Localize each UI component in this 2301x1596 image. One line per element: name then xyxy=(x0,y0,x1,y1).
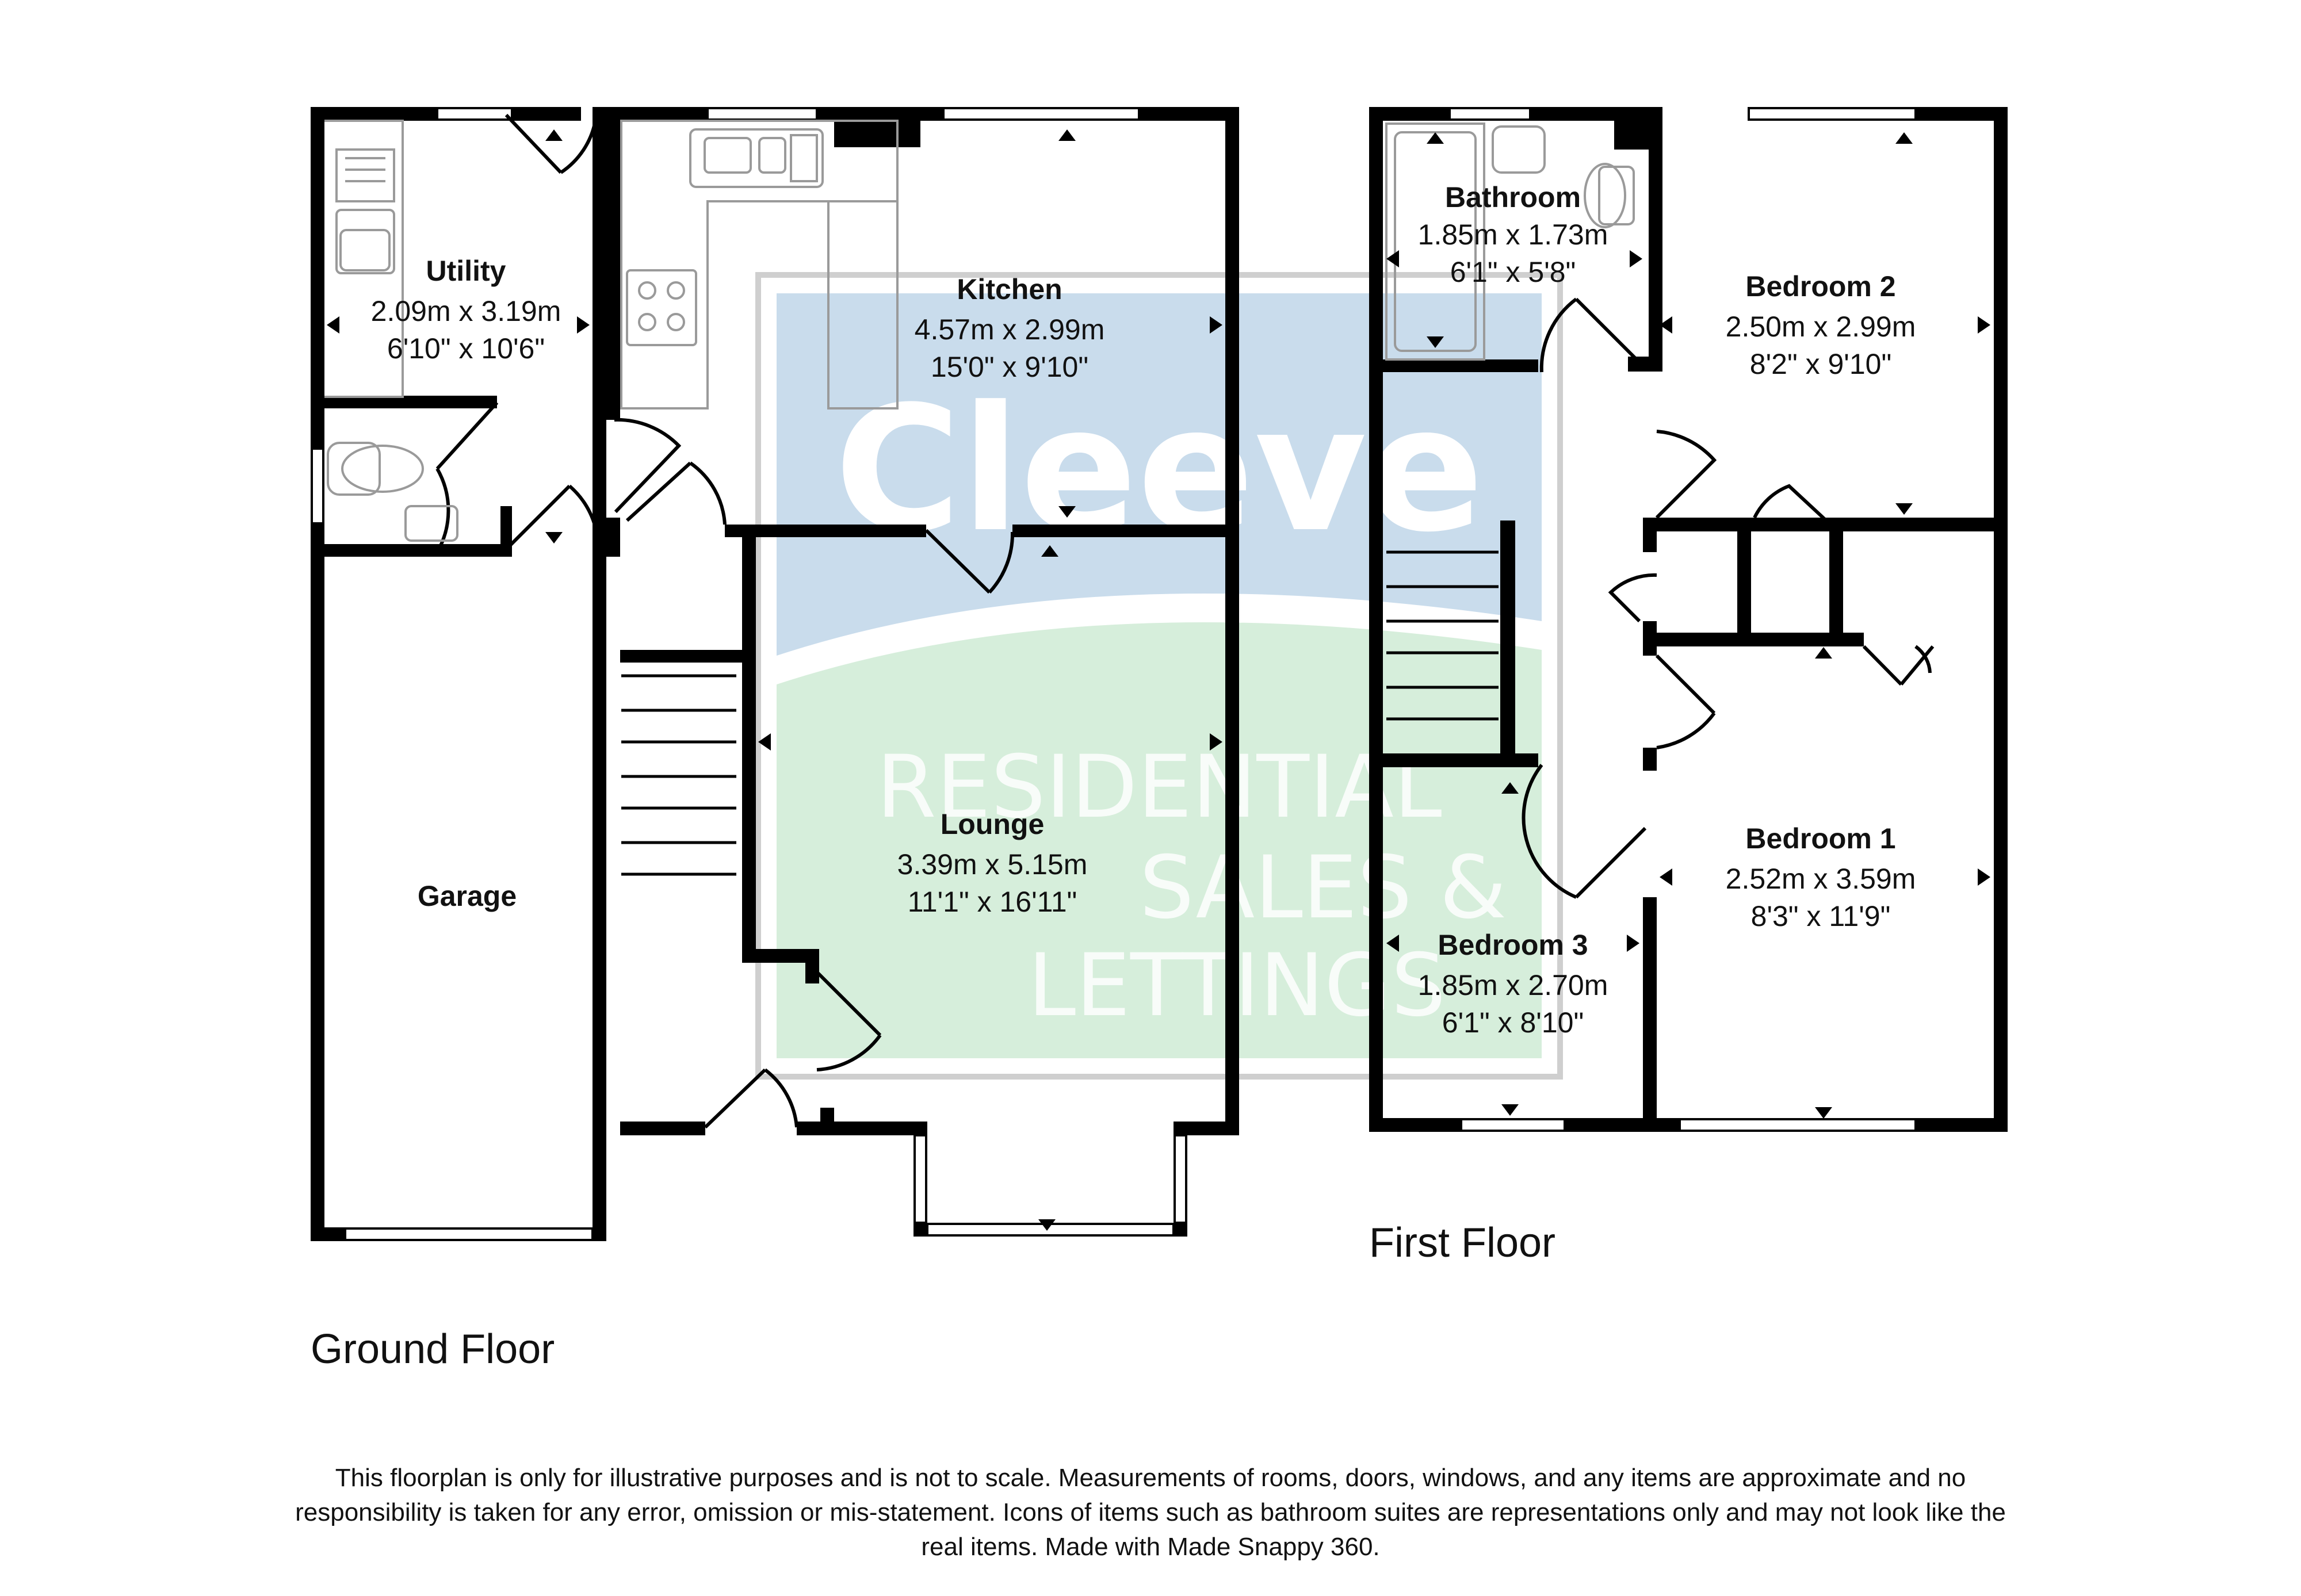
first-floor-label: First Floor xyxy=(1369,1220,1555,1266)
ground-floor-label: Ground Floor xyxy=(311,1326,555,1372)
room-label-bedroom-3: Bedroom 3 1.85m x 2.70m 6'1" x 8'10" xyxy=(1418,929,1608,1039)
lounge-name: Lounge xyxy=(941,808,1045,840)
bathroom-metric: 1.85m x 1.73m xyxy=(1418,219,1608,251)
bedroom3-metric: 1.85m x 2.70m xyxy=(1418,969,1608,1001)
ground-floor-windows xyxy=(311,107,1187,1241)
bedroom2-metric: 2.50m x 2.99m xyxy=(1726,311,1916,343)
lounge-metric: 3.39m x 5.15m xyxy=(897,848,1088,881)
ground-floor-doors xyxy=(435,113,1015,1129)
kitchen-imperial: 15'0" x 9'10" xyxy=(931,351,1088,383)
watermark-line-1: RESIDENTIAL xyxy=(877,737,1442,837)
room-label-garage: Garage xyxy=(418,880,517,912)
utility-name: Utility xyxy=(426,255,506,287)
garage-name: Garage xyxy=(418,880,517,912)
bedroom1-imperial: 8'3" x 11'9" xyxy=(1751,900,1891,932)
bedroom2-imperial: 8'2" x 9'10" xyxy=(1750,348,1891,380)
bathroom-fittings xyxy=(1385,123,1635,361)
bathroom-imperial: 6'1" x 5'8" xyxy=(1450,256,1576,288)
first-floor-dimension-arrows xyxy=(1386,132,1990,1119)
ground-floor-stairs xyxy=(621,674,736,876)
room-label-bedroom-2: Bedroom 2 2.50m x 2.99m 8'2" x 9'10" xyxy=(1726,270,1916,380)
bedroom1-name: Bedroom 1 xyxy=(1745,822,1895,855)
first-floor-stairs xyxy=(1386,550,1499,721)
bedroom2-name: Bedroom 2 xyxy=(1745,270,1895,303)
room-label-bedroom-1: Bedroom 1 2.52m x 3.59m 8'3" x 11'9" xyxy=(1726,822,1916,932)
first-floor-walls xyxy=(1369,107,2008,1132)
room-label-utility: Utility 2.09m x 3.19m 6'10" x 10'6" xyxy=(371,255,561,365)
utility-imperial: 6'10" x 10'6" xyxy=(387,332,545,365)
bedroom3-imperial: 6'1" x 8'10" xyxy=(1442,1006,1584,1039)
bathroom-name: Bathroom xyxy=(1445,181,1581,213)
kitchen-fittings xyxy=(324,120,899,542)
first-floor-doors xyxy=(1522,297,1935,899)
room-label-bathroom: Bathroom 1.85m x 1.73m 6'1" x 5'8" xyxy=(1418,181,1608,288)
ground-floor-dimension-arrows xyxy=(327,129,1222,1231)
room-label-lounge: Lounge 3.39m x 5.15m 11'1" x 16'11" xyxy=(897,808,1088,918)
kitchen-metric: 4.57m x 2.99m xyxy=(915,313,1105,346)
disclaimer: This floorplan is only for illustrative … xyxy=(295,1464,2006,1561)
room-label-kitchen: Kitchen 4.57m x 2.99m 15'0" x 9'10" xyxy=(915,273,1105,383)
bedroom1-metric: 2.52m x 3.59m xyxy=(1726,863,1916,895)
watermark-line-2: SALES & xyxy=(1140,838,1507,938)
lounge-imperial: 11'1" x 16'11" xyxy=(908,886,1077,918)
watermark-brand: Cleeve xyxy=(835,369,1484,570)
bedroom3-name: Bedroom 3 xyxy=(1438,929,1588,961)
utility-metric: 2.09m x 3.19m xyxy=(371,295,561,327)
first-floor-windows xyxy=(1448,107,1917,1132)
kitchen-name: Kitchen xyxy=(957,273,1062,305)
